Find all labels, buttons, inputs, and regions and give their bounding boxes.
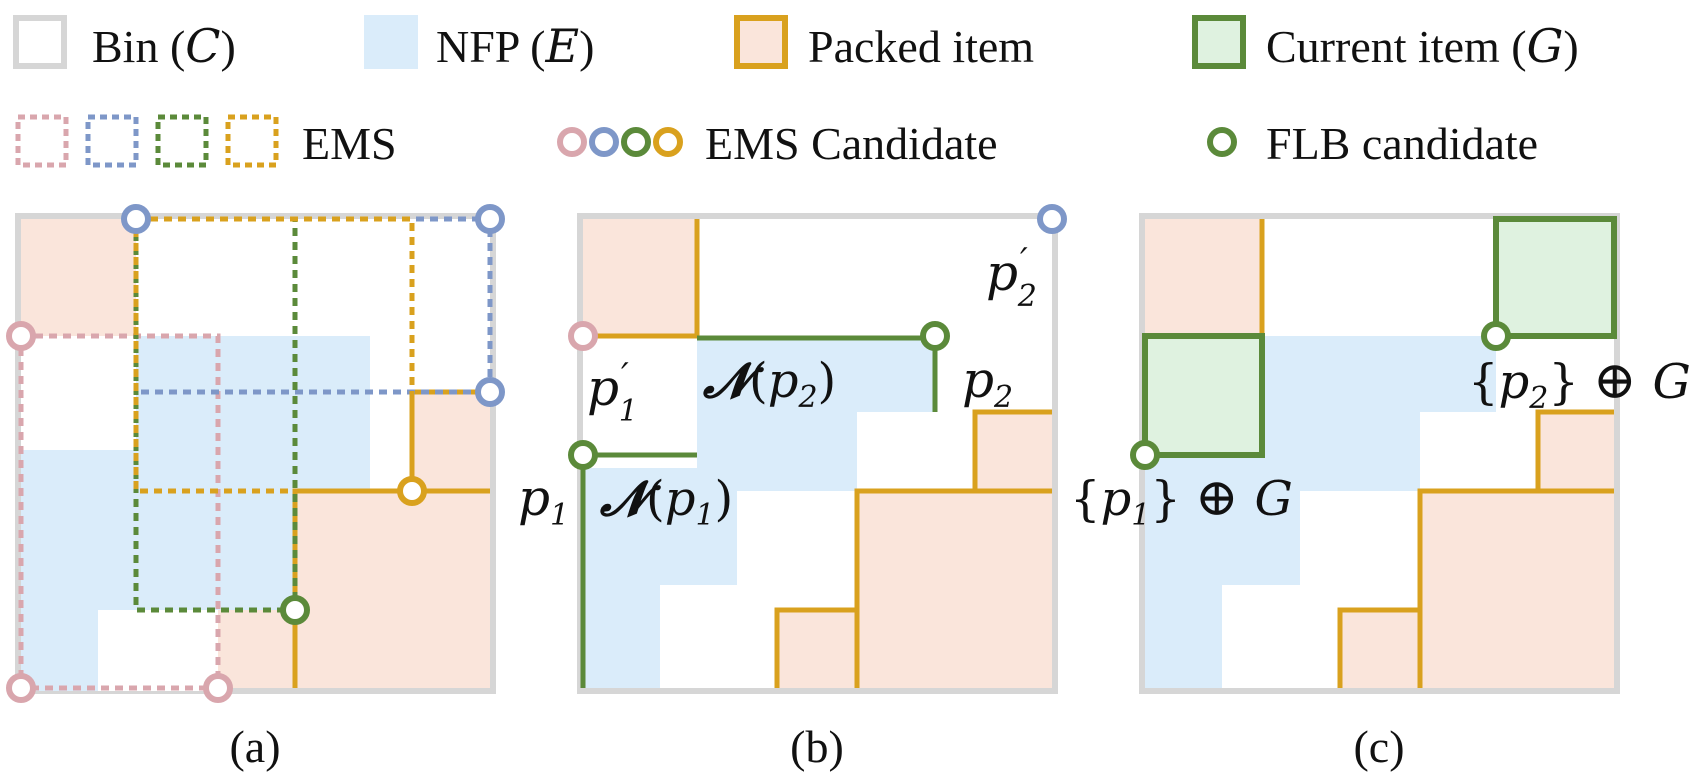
panel-c-current-item-p2 <box>1493 216 1617 339</box>
legend-bin-label: Bin ( <box>92 21 185 72</box>
panel-b-label-p1: p1 <box>518 469 569 533</box>
legend-bin-swatch <box>13 15 67 69</box>
panel-c: {p2}⊕G {p1}⊕G (c) <box>1070 213 1691 772</box>
panel-b-nfp-region <box>583 336 935 688</box>
panel-c-current-item-p1 <box>1142 333 1265 458</box>
legend-ems-candidate-green-dot <box>621 127 651 157</box>
legend-row-1: Bin (C) NFP (E) Packed item Current item… <box>13 15 1579 73</box>
panel-c-caption: (c) <box>1353 721 1404 772</box>
legend-flb-candidate-dot <box>1207 127 1237 157</box>
panel-a-candidate-gold <box>397 476 427 506</box>
panel-c-flb-candidate-p1 <box>1130 440 1160 470</box>
panel-b-candidate-p1-prime <box>568 321 598 351</box>
legend-current-swatch <box>1192 15 1246 69</box>
panel-b-caption: (b) <box>790 721 844 772</box>
panel-a-candidate-blue-2 <box>475 204 505 234</box>
legend-packed-swatch <box>734 15 788 69</box>
panel-a-candidate-blue-1 <box>121 204 151 234</box>
legend-ems-candidate-label: EMS Candidate <box>705 118 998 169</box>
panel-c-label-p1-minkowski: {p1}⊕G <box>1070 468 1293 533</box>
panel-b-label-n-p2: 𝓝(p2) <box>702 353 836 415</box>
legend-current-label: Current item ( <box>1266 21 1527 72</box>
legend-nfp-close: ) <box>579 21 594 72</box>
panel-a: (a) <box>6 204 505 772</box>
panel-a-packed-item-topleft <box>21 219 136 336</box>
panel-a-nfp-region <box>136 336 370 610</box>
legend-ems-candidate-blue-dot <box>589 127 619 157</box>
panel-a-caption: (a) <box>229 721 280 772</box>
panel-b-label-p2-prime: p′2 <box>986 241 1037 314</box>
panel-a-candidate-green <box>280 595 310 625</box>
panel-b-candidate-p1 <box>568 440 598 470</box>
panel-b-label-p2: p2 <box>962 351 1013 415</box>
legend-ems-candidate-pink-dot <box>557 127 587 157</box>
panel-b-label-p1-prime: p′1 <box>587 356 638 429</box>
panel-a-ems-green <box>133 216 298 613</box>
panel-a-candidate-pink-2 <box>6 673 36 703</box>
svg-text:NFP (E): NFP (E) <box>436 19 594 73</box>
legend-ems-gold-swatch <box>225 114 279 168</box>
panel-c-flb-candidate-p2 <box>1481 321 1511 351</box>
legend-row-2: EMS EMS Candidate FLB candidate <box>15 114 1538 169</box>
legend-nfp-label: NFP ( <box>436 21 546 72</box>
panel-b-packed-item-topleft <box>583 219 697 336</box>
panel-c-packed-item-topleft <box>1145 219 1262 336</box>
panel-a-empty-notch <box>98 610 218 691</box>
legend-ems-blue-swatch <box>85 114 139 168</box>
panel-b-candidate-p2-prime <box>1037 204 1067 234</box>
panel-a-candidate-pink-1 <box>6 321 36 351</box>
panel-b-label-n-p1: 𝓝(p1) <box>599 471 733 533</box>
panel-b-candidate-p2 <box>920 321 950 351</box>
legend-ems-green-swatch <box>155 114 209 168</box>
panel-a-candidate-blue-3 <box>475 377 505 407</box>
legend-packed-label: Packed item <box>808 21 1034 72</box>
legend-nfp-symbol: E <box>545 19 580 73</box>
legend-bin-close: ) <box>220 21 235 72</box>
panel-a-ems-pink <box>18 333 221 691</box>
legend-current-symbol: G <box>1527 19 1564 73</box>
legend-ems-label: EMS <box>302 118 397 169</box>
legend-bin-symbol: C <box>185 19 220 73</box>
legend-nfp-swatch <box>364 15 418 69</box>
legend-ems-pink-swatch <box>15 114 69 168</box>
svg-text:Bin (C): Bin (C) <box>92 19 236 73</box>
panel-c-nfp-region <box>1145 336 1496 688</box>
panel-b: p′2 p′1 𝓝(p2) p2 p1 𝓝(p1) (b) <box>518 204 1067 772</box>
panel-a-ems-gold <box>133 216 415 494</box>
panel-b-packed-item-right <box>777 412 1052 688</box>
legend-flb-candidate-label: FLB candidate <box>1266 118 1538 169</box>
legend-current-close: ) <box>1563 21 1578 72</box>
svg-text:Current item (G): Current item (G) <box>1266 19 1579 73</box>
panel-c-packed-item-right <box>1340 412 1614 688</box>
legend-ems-candidate-gold-dot <box>653 127 683 157</box>
panel-c-label-p2-minkowski: {p2}⊕G <box>1468 351 1691 416</box>
panel-c-packed-outline <box>1259 219 1614 688</box>
panel-a-candidate-pink-3 <box>203 673 233 703</box>
